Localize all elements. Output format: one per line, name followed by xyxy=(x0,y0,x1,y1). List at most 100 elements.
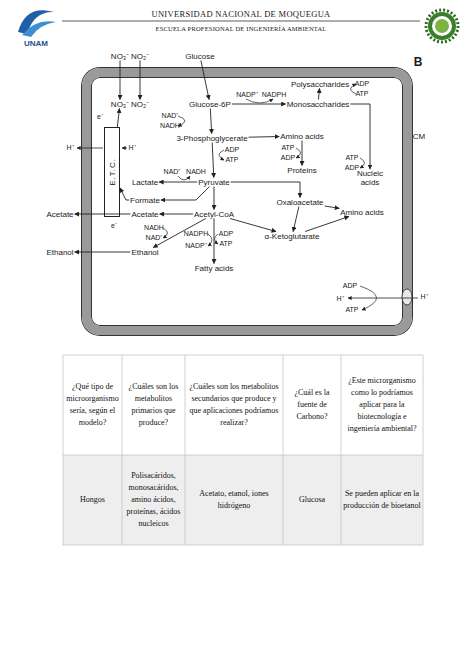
metabolite-node: Ethanol xyxy=(45,248,74,257)
metabolite-node: Ethanol xyxy=(130,248,159,257)
table-cell: ¿Este microrganismo como lo podríamos ap… xyxy=(341,355,423,455)
electron-label: e⁻ xyxy=(97,112,103,121)
cofactor-label: ATP xyxy=(355,90,368,98)
pathway-arrow xyxy=(214,219,215,264)
logo-text: UNAM xyxy=(24,39,48,48)
metabolite-node: Glucose xyxy=(184,52,215,61)
metabolite-label: Ethanol xyxy=(131,248,158,257)
metabolite-node: Glucose-6P xyxy=(188,100,232,109)
pathway-arrow xyxy=(230,219,276,232)
pathway-arrow xyxy=(210,109,211,134)
etc-box: E.T.C. xyxy=(104,127,120,217)
pathway-arrow xyxy=(159,182,197,183)
metabolite-label: Oxaloacetate xyxy=(276,198,323,207)
cofactor-label: NADH xyxy=(186,168,206,176)
cofactor-arc xyxy=(208,234,212,246)
pathway-arrow xyxy=(231,182,300,198)
header-rule xyxy=(62,21,420,22)
pathway-arrow xyxy=(249,136,280,138)
metabolite-label: 3-Phosphoglycerate xyxy=(176,134,247,143)
metabolite-label: Lactate xyxy=(132,178,158,187)
table-cell: ¿Cuáles son los metabolitos secundarios … xyxy=(185,355,283,455)
metabolite-node: Oxaloacetate xyxy=(275,198,324,207)
metabolite-node: 3-Phosphoglycerate xyxy=(175,134,248,143)
pathway-arrow xyxy=(160,214,193,215)
pathway-arrow xyxy=(120,61,121,100)
cofactor-label: ATP xyxy=(281,144,294,152)
cofactor-label: ADP xyxy=(355,80,369,88)
metabolite-node: Acetyl-CoA xyxy=(193,210,235,219)
metabolite-label: NO₂⁻ xyxy=(131,100,149,109)
cofactor-label: NADH xyxy=(144,224,164,232)
table-cell: ¿Cuál es la fuente de Carbono? xyxy=(283,355,341,455)
cofactor-label: ADP xyxy=(345,164,359,172)
metabolite-node: NO₂⁻ xyxy=(130,52,150,61)
metabolite-node: Proteins xyxy=(286,166,317,175)
metabolite-label: Acetate xyxy=(46,210,73,219)
pathway-arrow xyxy=(214,187,215,210)
cofactor-label: ADP xyxy=(225,146,239,154)
pathway-arrow xyxy=(302,141,303,166)
pathway-arrow xyxy=(325,206,340,208)
cofactor-label: ATP xyxy=(345,154,358,162)
cofactor-label: NADPH xyxy=(262,91,287,99)
cofactor-arc xyxy=(360,158,365,168)
cofactor-label: ATP xyxy=(219,240,232,248)
metabolite-node: Amino acids xyxy=(339,208,385,217)
cell-membrane: CMPolysaccharidesNO₃⁻NO₂⁻Glucose-6PMonos… xyxy=(82,68,412,335)
metabolite-node: Formate xyxy=(129,196,161,205)
metabolite-label: Glucose xyxy=(185,52,214,61)
logo-core xyxy=(435,19,449,33)
cofactor-label: H⁺ xyxy=(336,295,343,303)
metabolite-node: NO₃⁻ xyxy=(110,100,130,109)
metabolite-label: Pyruvate xyxy=(198,178,230,187)
metabolite-node: NO₃⁻ xyxy=(110,52,130,61)
institution-heading: UNIVERSIDAD NACIONAL DE MOQUEGUA xyxy=(151,9,330,19)
cofactor-label: ATP xyxy=(225,156,238,164)
logo-ring xyxy=(432,16,452,36)
metabolite-label: Monosaccharides xyxy=(287,100,350,109)
cofactor-label: ADP xyxy=(281,154,295,162)
cofactor-label: NADP⁺ xyxy=(185,242,206,250)
table-grid xyxy=(63,355,423,545)
electron-label: e⁻ xyxy=(111,221,117,230)
pathway-arrow xyxy=(305,217,349,232)
metabolite-label: Amino acids xyxy=(280,132,324,141)
metabolite-node: Acetate xyxy=(130,210,159,219)
table-cell: Hongos xyxy=(63,455,122,545)
school-heading: ESCUELA PROFESIONAL DE INGENIERÍA AMBIEN… xyxy=(155,25,326,32)
metabolite-node: Monosaccharides xyxy=(286,100,351,109)
metabolite-label: Glucose-6P xyxy=(189,100,231,109)
cofactor-arc xyxy=(178,176,190,180)
metabolite-node: Acetate xyxy=(45,210,74,219)
atp-synthase-arc xyxy=(360,286,377,310)
table-cell: Glucosa xyxy=(283,455,341,545)
cofactor-label: H⁺ xyxy=(66,144,73,152)
table-row-fill xyxy=(63,455,423,545)
logo-disc xyxy=(428,12,456,40)
metabolite-label: Amino acids xyxy=(340,208,384,217)
metabolite-label: Polysaccharides xyxy=(291,80,349,89)
metabolite-node: NO₂⁻ xyxy=(130,100,150,109)
metabolite-node: Pyruvate xyxy=(197,178,231,187)
metabolite-node: Polysaccharides xyxy=(290,80,350,89)
metabolite-node: Nucleic acids xyxy=(352,169,388,187)
pathway-arrow xyxy=(212,143,214,178)
metabolite-label: Acetyl-CoA xyxy=(194,210,234,219)
cofactor-label: NAD⁺ xyxy=(164,168,181,176)
etc-label: E.T.C. xyxy=(108,158,117,186)
cofactor-label: NAD⁺ xyxy=(146,234,163,242)
cofactor-label: ADP xyxy=(343,282,357,290)
logo-swoosh xyxy=(18,10,54,34)
pathway-arrow xyxy=(201,61,209,100)
metabolite-label: Nucleic acids xyxy=(353,169,387,187)
metabolite-label: NO₂⁻ xyxy=(131,52,149,61)
metabolite-label: NO₃⁻ xyxy=(111,100,129,109)
cofactor-label: NADPH xyxy=(184,230,209,238)
cofactor-label: ADP xyxy=(219,230,233,238)
cofactor-label: ATP xyxy=(345,306,358,314)
cofactor-label: NADH xyxy=(160,122,180,130)
table-cell: ¿Qué tipo de microorganismo sería, según… xyxy=(63,355,122,455)
cofactor-arc xyxy=(215,234,219,244)
